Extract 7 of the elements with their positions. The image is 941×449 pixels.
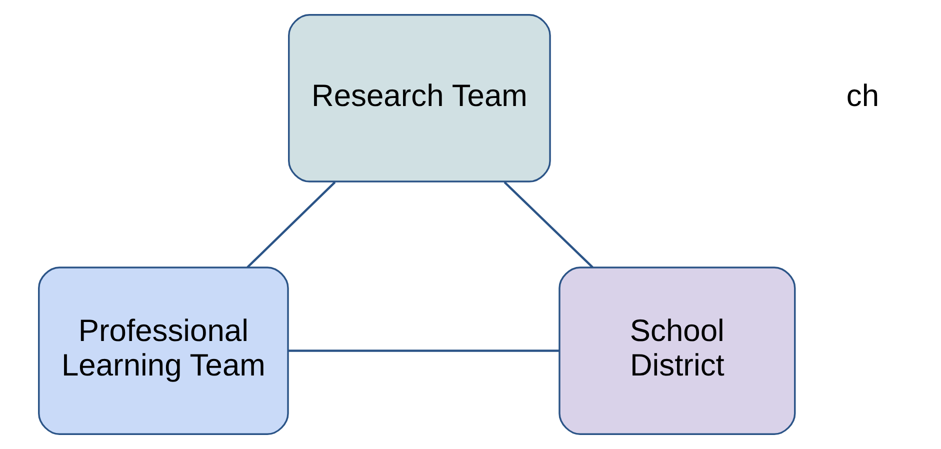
node-box: Research Team (288, 14, 550, 182)
node-box: School District (558, 266, 796, 435)
node-box: Professional Learning Team (38, 266, 288, 435)
connector (503, 181, 593, 268)
label: ch (846, 78, 879, 113)
connector (246, 181, 336, 268)
connector (288, 350, 559, 352)
